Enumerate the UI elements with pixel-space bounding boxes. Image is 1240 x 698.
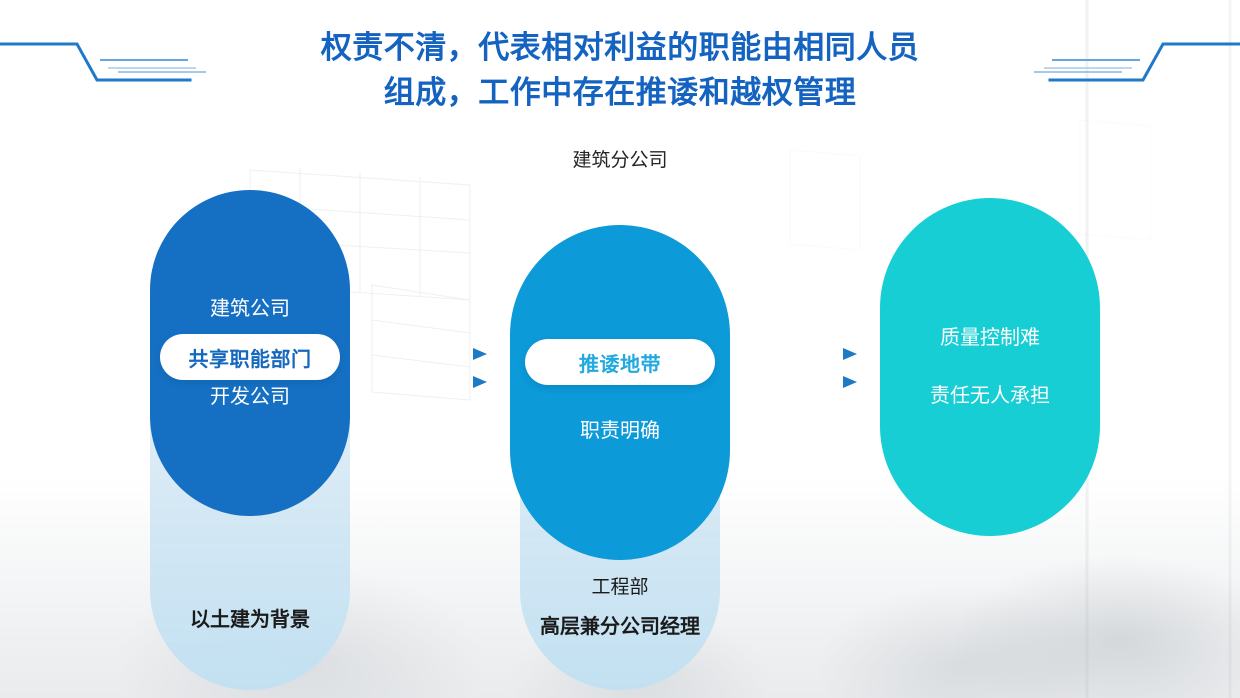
capsule-3[interactable]: 质量控制难 责任无人承担 (880, 198, 1100, 536)
arrow-2 (402, 376, 487, 388)
capsule-3-line-1: 质量控制难 (940, 327, 1040, 349)
capsule-3-line-2: 责任无人承担 (930, 385, 1050, 407)
arrow-3 (772, 348, 857, 360)
diagram-column-3: 质量控制难 责任无人承担 (865, 0, 1115, 698)
arrow-group-2 (772, 348, 857, 388)
ghost-caption-1-strong: 以土建为背景 (190, 609, 310, 631)
caption-construction-branch: 建筑分公司 (572, 150, 668, 171)
pill-shirking-zone[interactable]: 推诿地带 (525, 339, 715, 385)
capsule-2[interactable]: 职责明确 职责明确 (510, 225, 730, 560)
diagram-column-1: 建筑公司 开发公司 共享职能部门 以土建为背景 (125, 0, 375, 698)
slide-title: 权责不清，代表相对利益的职能由相同人员 组成，工作中存在推诿和越权管理 (320, 30, 920, 110)
ghost-caption-2-strong: 高层兼分公司经理 (540, 616, 700, 638)
arrow-4 (772, 376, 857, 388)
capsule-1-line-2: 开发公司 (210, 386, 290, 408)
capsule-1-line-1: 建筑公司 (210, 298, 290, 320)
capsule-2-line-2: 职责明确 (580, 419, 660, 442)
diagram-column-2: 建筑分公司 职责明确 职责明确 推诿地带 工程部 高层兼分公司经理 (495, 0, 745, 698)
arrow-group-1 (402, 348, 487, 388)
ghost-caption-2-light: 工程部 (591, 577, 649, 598)
pill-shared-function-department[interactable]: 共享职能部门 (160, 334, 340, 380)
arrow-1 (402, 348, 487, 360)
